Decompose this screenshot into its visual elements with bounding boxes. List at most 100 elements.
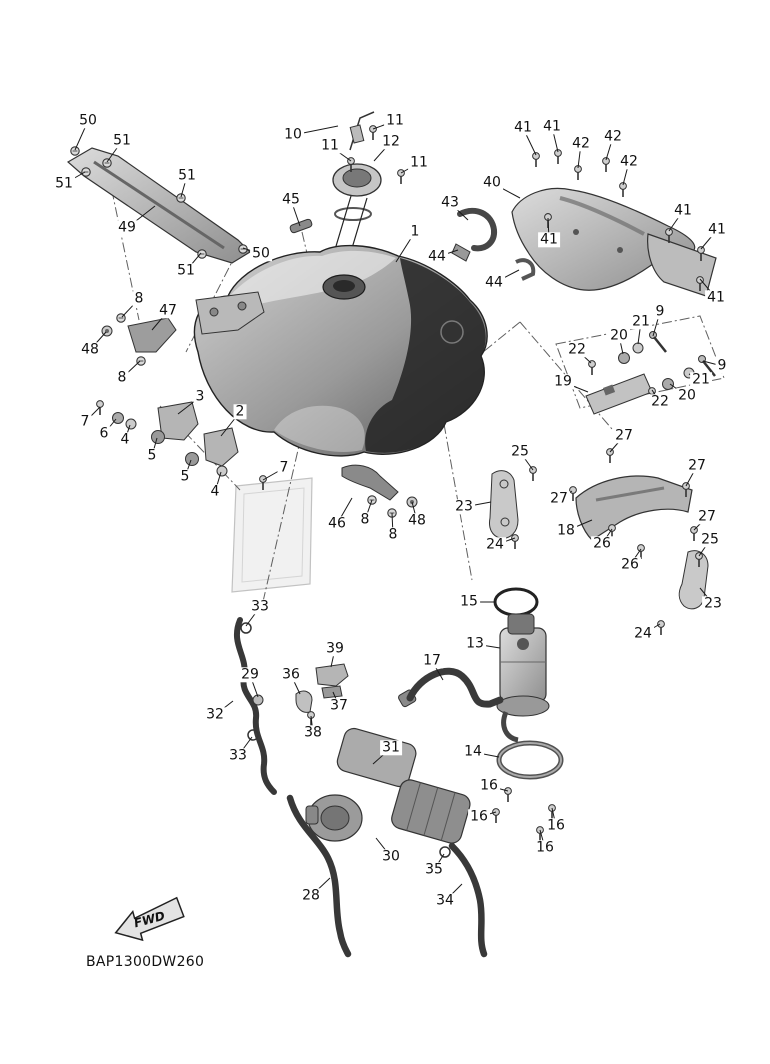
canister-assembly	[305, 727, 471, 858]
part-callout-41: 41	[706, 221, 728, 238]
part-callout-23: 23	[453, 498, 475, 515]
part-callout-41: 41	[512, 119, 534, 136]
part-callout-7: 7	[78, 413, 92, 430]
hose-bracket-cluster	[295, 663, 349, 727]
part-callout-6: 6	[97, 425, 111, 442]
part-callout-31: 31	[380, 739, 402, 756]
part-callout-20: 20	[676, 387, 698, 404]
damper	[289, 218, 313, 234]
part-callout-42: 42	[602, 128, 624, 145]
part-callout-1: 1	[408, 223, 422, 240]
tank-side-cover	[451, 148, 717, 297]
part-callout-49: 49	[116, 219, 138, 236]
part-callout-21: 21	[630, 313, 652, 330]
part-callout-50: 50	[250, 245, 272, 262]
part-callout-14: 14	[462, 743, 484, 760]
part-callout-24: 24	[632, 625, 654, 642]
part-callout-17: 17	[421, 652, 443, 669]
part-callout-41: 41	[672, 202, 694, 219]
part-callout-44: 44	[426, 248, 448, 265]
part-callout-41: 41	[541, 118, 563, 135]
breather-hoses	[233, 617, 488, 958]
part-callout-3: 3	[193, 388, 207, 405]
part-callout-44: 44	[483, 274, 505, 291]
part-callout-16: 16	[534, 839, 556, 856]
part-callout-51: 51	[111, 132, 133, 149]
part-callout-13: 13	[464, 635, 486, 652]
part-callout-47: 47	[157, 302, 179, 319]
part-callout-27: 27	[548, 490, 570, 507]
part-callout-36: 36	[280, 666, 302, 683]
part-callout-22: 22	[566, 341, 588, 358]
part-callout-27: 27	[696, 508, 718, 525]
part-callout-35: 35	[423, 861, 445, 878]
part-callout-11: 11	[319, 137, 341, 154]
front-mount-cluster	[95, 399, 268, 491]
ghost-part	[231, 477, 313, 593]
part-callout-40: 40	[481, 174, 503, 191]
part-callout-39: 39	[324, 640, 346, 657]
part-callout-25: 25	[699, 531, 721, 548]
part-callout-26: 26	[591, 535, 613, 552]
part-callout-23: 23	[702, 595, 724, 612]
part-callout-46: 46	[326, 515, 348, 532]
part-callout-41: 41	[538, 231, 560, 248]
part-callout-29: 29	[239, 666, 261, 683]
part-callout-51: 51	[176, 167, 198, 184]
under-tank-strip	[341, 464, 418, 518]
part-callout-45: 45	[280, 191, 302, 208]
part-callout-43: 43	[439, 194, 461, 211]
fuel-hose	[398, 667, 504, 708]
part-callout-28: 28	[300, 887, 322, 904]
part-callout-48: 48	[79, 341, 101, 358]
diagram-code: BAP1300DW260	[86, 954, 205, 970]
part-callout-38: 38	[302, 724, 324, 741]
part-callout-7: 7	[277, 459, 291, 476]
part-callout-24: 24	[484, 536, 506, 553]
part-callout-42: 42	[570, 135, 592, 152]
part-callout-11: 11	[408, 154, 430, 171]
part-callout-5: 5	[145, 447, 159, 464]
part-callout-9: 9	[715, 357, 729, 374]
part-callout-4: 4	[208, 483, 222, 500]
part-callout-11: 11	[384, 112, 406, 129]
part-callout-27: 27	[613, 427, 635, 444]
part-callout-16: 16	[468, 808, 490, 825]
part-callout-21: 21	[690, 371, 712, 388]
part-callout-12: 12	[380, 133, 402, 150]
left-bracket	[101, 313, 177, 366]
part-callout-10: 10	[282, 126, 304, 143]
part-callout-42: 42	[618, 153, 640, 170]
part-callout-50: 50	[77, 112, 99, 129]
part-callout-27: 27	[686, 457, 708, 474]
part-callout-8: 8	[132, 290, 146, 307]
part-callout-16: 16	[478, 777, 500, 794]
part-callout-15: 15	[458, 593, 480, 610]
tank-stay-bracket	[66, 146, 251, 264]
part-callout-33: 33	[249, 598, 271, 615]
fuel-pump-assembly	[491, 587, 564, 842]
part-callout-18: 18	[555, 522, 577, 539]
part-callout-8: 8	[386, 526, 400, 543]
part-callout-33: 33	[227, 747, 249, 764]
part-callout-9: 9	[653, 303, 667, 320]
part-callout-37: 37	[328, 697, 350, 714]
fwd-arrow: FWD	[114, 896, 185, 942]
part-callout-41: 41	[705, 289, 727, 306]
part-callout-51: 51	[175, 262, 197, 279]
part-callout-22: 22	[649, 393, 671, 410]
part-callout-25: 25	[509, 443, 531, 460]
part-callout-26: 26	[619, 556, 641, 573]
part-callout-16: 16	[545, 817, 567, 834]
part-callout-30: 30	[380, 848, 402, 865]
part-callout-51: 51	[53, 175, 75, 192]
part-callout-19: 19	[552, 373, 574, 390]
part-callout-48: 48	[406, 512, 428, 529]
part-callout-5: 5	[178, 468, 192, 485]
part-callout-2: 2	[233, 403, 247, 420]
part-callout-4: 4	[118, 431, 132, 448]
part-callout-8: 8	[358, 511, 372, 528]
part-callout-34: 34	[434, 892, 456, 909]
